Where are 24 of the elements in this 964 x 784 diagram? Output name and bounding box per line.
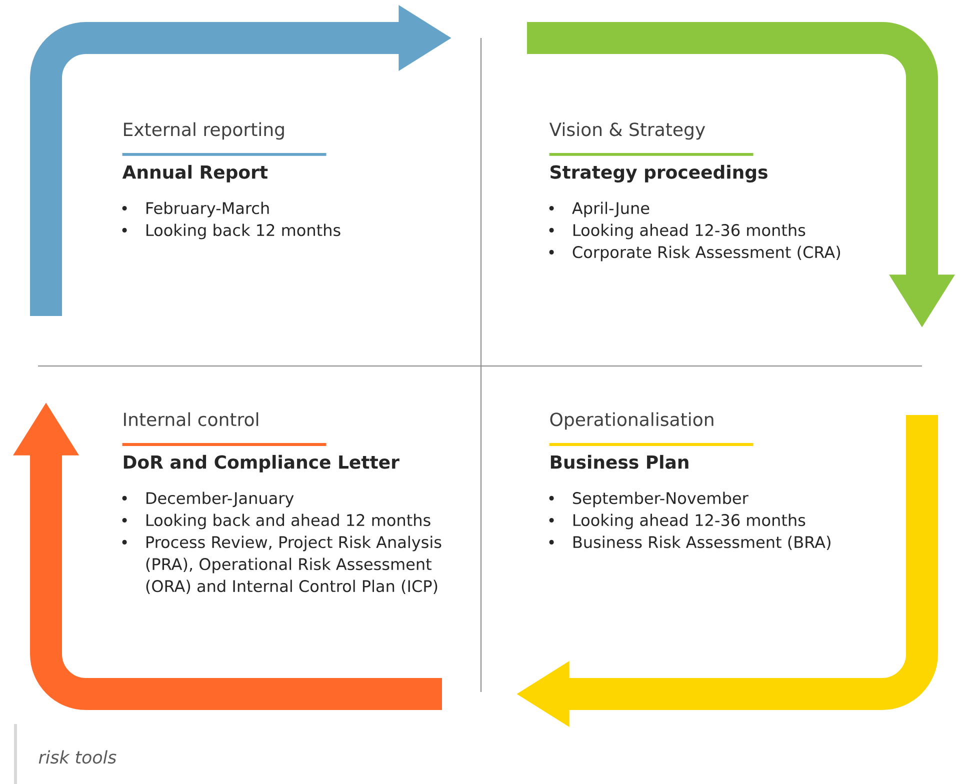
bullet-item: Business Risk Assessment (BRA) — [574, 536, 830, 550]
bold-title: Annual Report — [122, 164, 268, 182]
bullet-item: February-March — [146, 202, 269, 218]
section-heading: Operationalisation — [550, 412, 714, 430]
bullet-item: December-January — [146, 492, 294, 508]
bullet-item: Looking ahead 12-36 months — [574, 514, 806, 530]
bullet-item: Looking back 12 months — [146, 224, 340, 240]
section-heading: External reporting — [124, 122, 284, 140]
bullet-item: Looking ahead 12-36 months — [574, 224, 806, 240]
bold-title: Strategy proceedings — [550, 164, 768, 182]
bullet-item: September-November — [572, 492, 748, 508]
bullet-item: Looking back and ahead 12 months — [146, 514, 430, 530]
text-block — [549, 412, 830, 550]
caption: risk tools — [38, 750, 116, 764]
bullet-item: Corporate Risk Assessment (CRA) — [572, 246, 840, 262]
section-heading: Vision & Strategy — [549, 122, 706, 140]
bold-title: DoR and Compliance Letter — [124, 454, 400, 472]
text-block — [122, 412, 442, 594]
bullet-item: Process Review, Project Risk Analysis (PRA), Operational Risk Assessment (ORA) and Internal Control Plan (ICP) — [146, 536, 442, 594]
text-block — [122, 122, 340, 240]
bullet-item: April-June — [572, 202, 650, 218]
bold-title: Business Plan — [550, 454, 688, 469]
section-heading: Internal control — [124, 412, 258, 426]
text-block — [549, 122, 840, 262]
